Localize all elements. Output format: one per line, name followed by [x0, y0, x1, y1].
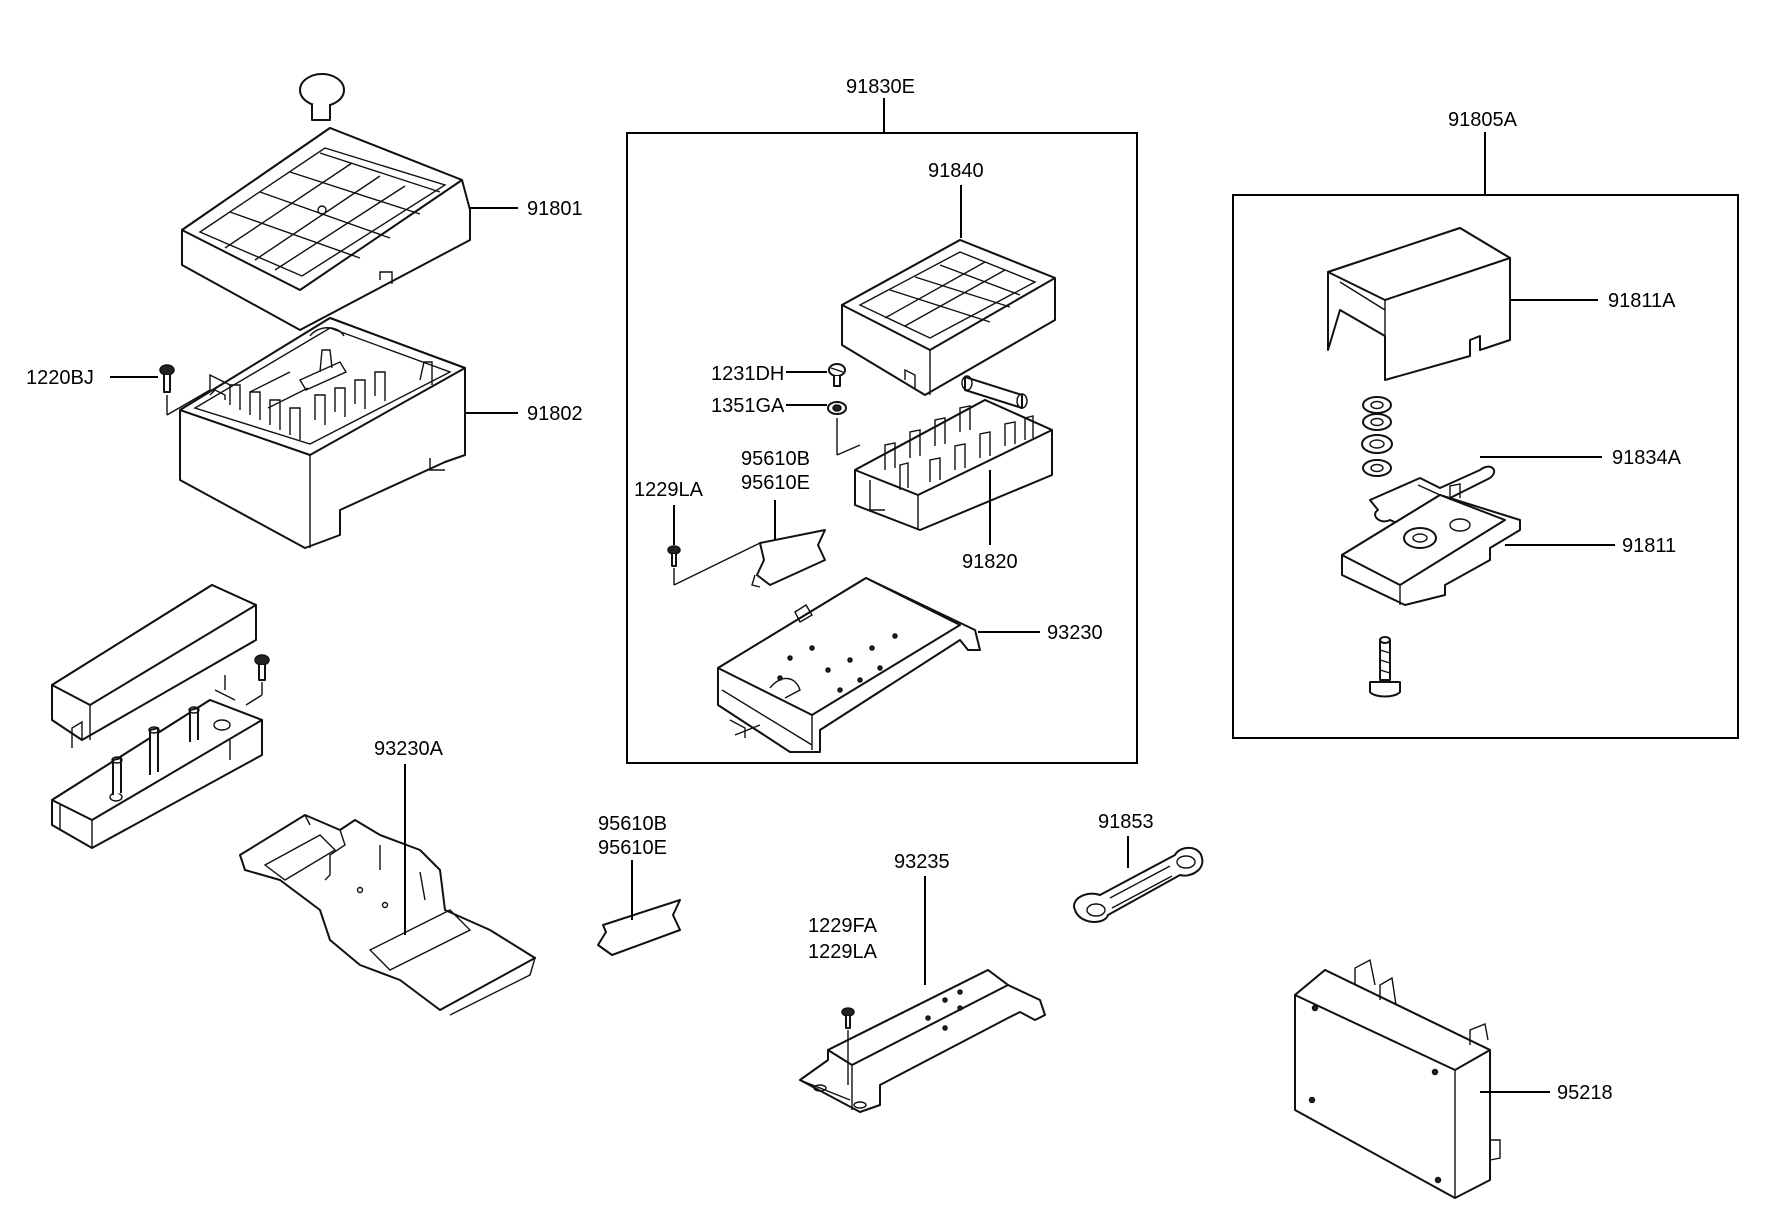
- bracket-93230A: [239, 814, 537, 1016]
- label-1229LA-upper: 1229LA: [634, 479, 704, 501]
- label-91802: 91802: [527, 403, 583, 425]
- label-1220BJ: 1220BJ: [26, 367, 94, 389]
- label-91830E: 91830E: [846, 76, 915, 98]
- fuse-box-knob: [299, 73, 345, 121]
- terminal-cover: [51, 584, 257, 748]
- label-91840: 91840: [928, 160, 984, 182]
- group-box-91830E: [626, 132, 1138, 764]
- label-95610B-lower: 95610B: [598, 813, 667, 835]
- label-91853: 91853: [1098, 811, 1154, 833]
- washer-stack: [1361, 396, 1393, 477]
- terminal-block-base: [51, 675, 263, 849]
- label-91801: 91801: [527, 198, 583, 220]
- label-95218: 95218: [1557, 1082, 1613, 1104]
- screw-1231DH: [828, 363, 846, 387]
- fuse-box-cover: [181, 127, 471, 331]
- label-93230A: 93230A: [374, 738, 444, 760]
- label-93230: 93230: [1047, 622, 1103, 644]
- terminal-bolt: [1369, 636, 1401, 698]
- bracket-93235: [799, 969, 1046, 1113]
- label-91811: 91811: [1622, 535, 1676, 557]
- label-1229LA-lower: 1229LA: [808, 941, 878, 963]
- screw-left-cover: [245, 654, 270, 706]
- label-91811A: 91811A: [1608, 290, 1676, 312]
- nut-1351GA: [827, 401, 861, 456]
- screw-1229LA-upper: [667, 542, 761, 586]
- mounting-plate-93230: [717, 577, 981, 753]
- inner-cover-91840: [841, 239, 1056, 396]
- terminal-cover-91811A: [1327, 227, 1511, 381]
- fuse-box-body: [179, 317, 466, 549]
- label-91820: 91820: [962, 551, 1018, 573]
- screw-1220BJ: [159, 364, 231, 416]
- terminal-base-91811: [1341, 483, 1521, 606]
- fuse-block-91820: [854, 399, 1053, 531]
- gasket-upper: [751, 529, 826, 588]
- gasket-lower: [597, 899, 681, 956]
- link-strap-91853: [1073, 846, 1204, 923]
- module-95218: [1294, 958, 1501, 1199]
- fuse: [961, 375, 1028, 409]
- label-1229FA: 1229FA: [808, 915, 878, 937]
- screw-1229FA: [841, 1007, 855, 1085]
- label-95610E-lower: 95610E: [598, 837, 667, 859]
- label-95610E-upper: 95610E: [741, 472, 810, 494]
- label-1351GA: 1351GA: [711, 395, 785, 417]
- label-1231DH: 1231DH: [711, 363, 784, 385]
- label-95610B-upper: 95610B: [741, 448, 810, 470]
- label-91805A: 91805A: [1448, 109, 1518, 131]
- label-93235: 93235: [894, 851, 950, 873]
- label-91834A: 91834A: [1612, 447, 1682, 469]
- leader-lines: [110, 98, 1615, 1093]
